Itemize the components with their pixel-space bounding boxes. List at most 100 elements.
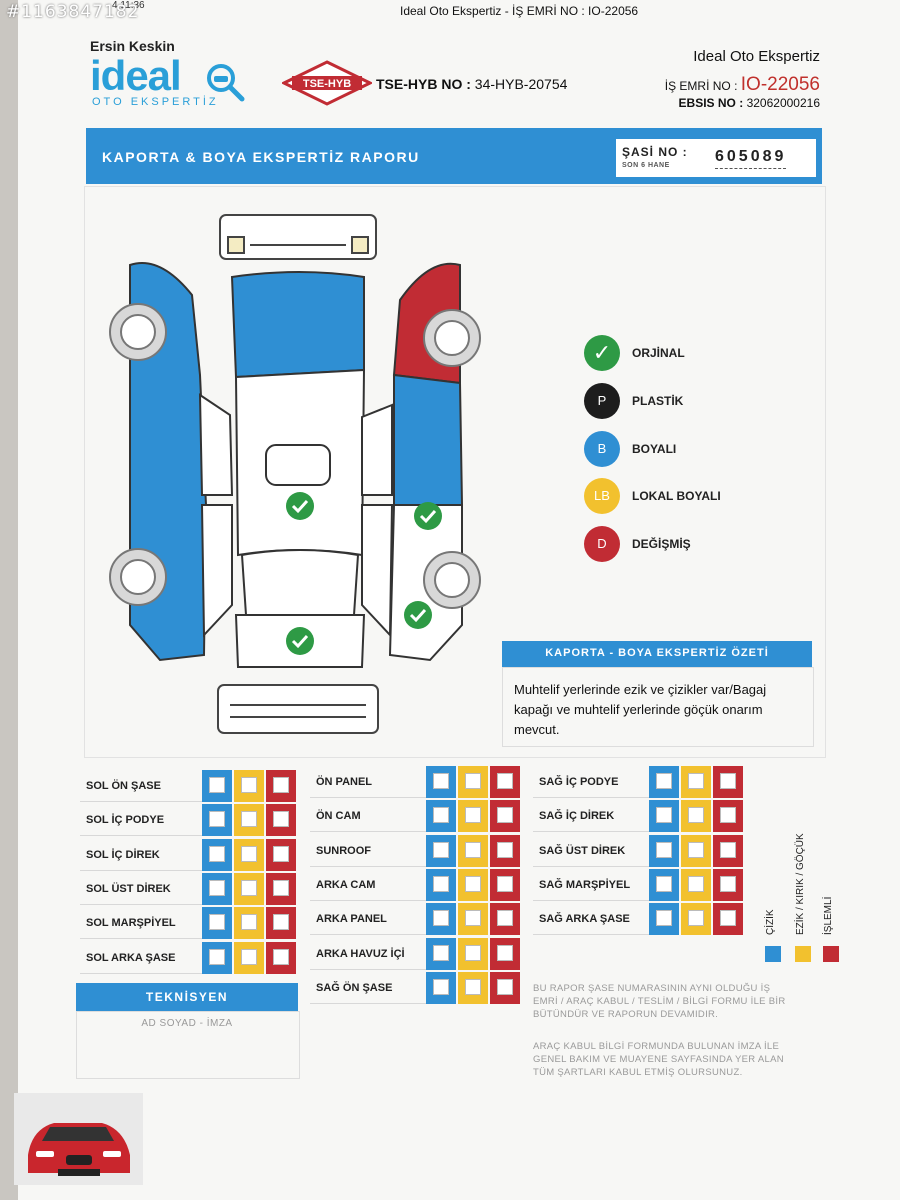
- checklist-row: SOL İÇ DİREK: [80, 838, 298, 871]
- checklist-row: ÖN CAM: [310, 800, 522, 833]
- checkbox[interactable]: [465, 910, 481, 927]
- checkbox[interactable]: [688, 773, 704, 789]
- checkbox[interactable]: [465, 773, 481, 789]
- checklist-cell: [234, 941, 264, 974]
- checkbox[interactable]: [433, 807, 449, 824]
- checklist-row: SAĞ ARKA ŞASE: [533, 903, 745, 936]
- checklist-cell: [266, 804, 296, 837]
- tse-hyb-logo: TSE-HYB: [282, 60, 372, 106]
- checkbox[interactable]: [465, 875, 481, 892]
- checkbox[interactable]: [209, 845, 225, 862]
- checkbox[interactable]: [273, 777, 289, 793]
- checkbox[interactable]: [688, 910, 704, 927]
- column-legend-swatch: [795, 946, 811, 962]
- checklist-row: ARKA CAM: [310, 868, 522, 901]
- checkbox[interactable]: [465, 807, 481, 824]
- checkbox[interactable]: [497, 944, 513, 961]
- checklist-cell: [458, 766, 488, 798]
- checkbox[interactable]: [273, 914, 289, 931]
- checkbox[interactable]: [209, 777, 225, 793]
- checkbox[interactable]: [497, 910, 513, 927]
- car-damage-diagram: [109, 214, 481, 734]
- checkbox[interactable]: [433, 978, 449, 995]
- checkbox[interactable]: [656, 875, 672, 892]
- checkbox[interactable]: [720, 773, 736, 789]
- checkbox[interactable]: [241, 811, 257, 828]
- checkbox[interactable]: [656, 910, 672, 927]
- chassis-sublabel: SON 6 HANE: [622, 162, 670, 169]
- checkbox[interactable]: [433, 773, 449, 789]
- checkbox[interactable]: [209, 879, 225, 896]
- checklist-cell: [458, 971, 488, 1004]
- checkbox[interactable]: [688, 807, 704, 824]
- checkbox[interactable]: [465, 944, 481, 961]
- summary-box: [502, 667, 814, 747]
- checkbox[interactable]: [720, 910, 736, 927]
- checkbox[interactable]: [720, 841, 736, 858]
- checklist-row: SOL ARKA ŞASE: [80, 941, 298, 974]
- checkbox[interactable]: [273, 811, 289, 828]
- report-title: KAPORTA & BOYA EKSPERTİZ RAPORU: [102, 149, 420, 165]
- checkbox[interactable]: [465, 978, 481, 995]
- checkbox[interactable]: [433, 944, 449, 961]
- checklist-cell: [490, 971, 520, 1004]
- checklist-cell: [681, 800, 711, 833]
- checklist-row: ARKA PANEL: [310, 903, 522, 936]
- checklist-cell: [458, 903, 488, 936]
- checkbox[interactable]: [273, 948, 289, 965]
- print-header: Ideal Oto Ekspertiz - İŞ EMRİ NO : IO-22…: [400, 4, 639, 18]
- checklist-cell: [266, 838, 296, 871]
- checklist-cell: [458, 800, 488, 833]
- checkbox[interactable]: [241, 777, 257, 793]
- checklist-row: SUNROOF: [310, 834, 522, 867]
- checkbox[interactable]: [497, 875, 513, 892]
- checkbox[interactable]: [433, 875, 449, 892]
- checkbox[interactable]: [209, 914, 225, 931]
- legend-symbol: D: [584, 526, 620, 562]
- checklist-cell: [202, 804, 232, 837]
- work-order-number: İŞ EMRİ NO : IO-22056: [664, 74, 820, 95]
- checkbox[interactable]: [497, 807, 513, 824]
- technician-banner: [76, 983, 298, 1011]
- checklist-part-label: SOL MARŞPİYEL: [80, 907, 204, 940]
- checklist-cell: [202, 907, 232, 940]
- checkbox[interactable]: [656, 773, 672, 789]
- rear-window: [240, 549, 360, 616]
- checkbox[interactable]: [241, 914, 257, 931]
- checkbox[interactable]: [273, 845, 289, 862]
- chassis-box: [616, 139, 816, 177]
- checkbox[interactable]: [656, 841, 672, 858]
- checkbox[interactable]: [273, 879, 289, 896]
- checkbox[interactable]: [241, 845, 257, 862]
- checklist-cell: [234, 907, 264, 940]
- checkbox[interactable]: [209, 811, 225, 828]
- checkbox[interactable]: [465, 841, 481, 858]
- checklist-cell: [266, 907, 296, 940]
- checkbox[interactable]: [497, 978, 513, 995]
- checkbox[interactable]: [688, 841, 704, 858]
- checklist-cell: [649, 868, 679, 901]
- checkbox[interactable]: [433, 910, 449, 927]
- checklist-cell: [234, 838, 264, 871]
- checklist-row: SAĞ ÖN ŞASE: [310, 971, 522, 1004]
- checklist-cell: [681, 868, 711, 901]
- check-right-rear-door-icon: [414, 502, 442, 530]
- summary-title: KAPORTA - BOYA EKSPERTİZ ÖZETİ: [545, 647, 769, 659]
- checkbox[interactable]: [656, 807, 672, 824]
- summary-text: Muhtelif yerlerinde ezik ve çizikler var…: [514, 682, 767, 737]
- checklist-part-label: SOL ÜST DİREK: [80, 873, 204, 905]
- checkbox[interactable]: [688, 875, 704, 892]
- legend-label: BOYALI: [632, 442, 677, 456]
- checklist-cell: [490, 834, 520, 867]
- checkbox[interactable]: [497, 841, 513, 858]
- checkbox[interactable]: [209, 948, 225, 965]
- checkbox[interactable]: [720, 875, 736, 892]
- note-acceptance: ARAÇ KABUL BİLGİ FORMUNDA BULUNAN İMZA İ…: [533, 1041, 784, 1078]
- checklist-row: ÖN PANEL: [310, 766, 522, 798]
- checkbox[interactable]: [497, 773, 513, 789]
- checklist-part-label: SAĞ MARŞPİYEL: [533, 869, 651, 901]
- checkbox[interactable]: [241, 948, 257, 965]
- checkbox[interactable]: [720, 807, 736, 824]
- checkbox[interactable]: [433, 841, 449, 858]
- checkbox[interactable]: [241, 879, 257, 896]
